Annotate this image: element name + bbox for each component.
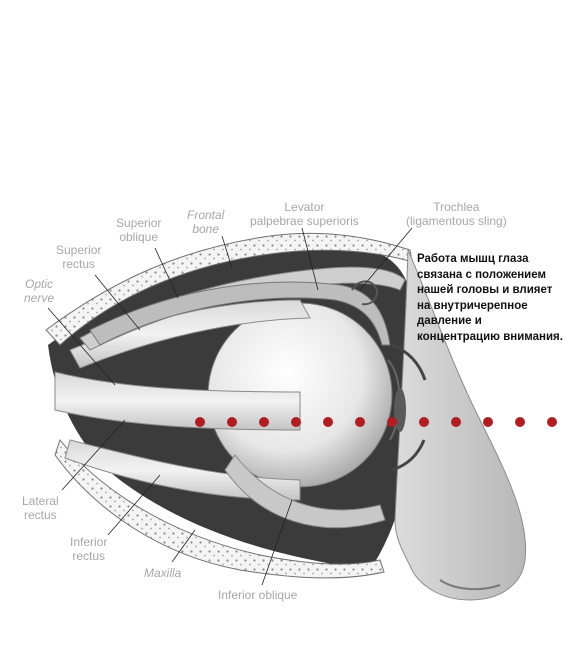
label-lateral-rectus-line1: Lateral — [22, 494, 59, 508]
inferior-oblique — [224, 454, 386, 529]
red-dot — [387, 417, 397, 427]
label-optic-nerve-line2: nerve — [24, 291, 55, 305]
nostril — [439, 579, 501, 591]
label-superior-oblique-line2: oblique — [119, 230, 159, 244]
red-dot — [451, 417, 461, 427]
label-inferior-oblique: Inferior oblique — [218, 588, 298, 602]
maxilla-bone — [54, 438, 385, 579]
label-trochlea: Trochlea (ligamentous sling) — [406, 200, 507, 228]
label-frontal-bone-line2: bone — [192, 222, 220, 236]
red-dot — [483, 417, 493, 427]
optic-nerve-bundle — [54, 371, 301, 431]
label-frontal-bone: Frontal bone — [187, 208, 224, 236]
label-levator-line1: Levator — [284, 200, 325, 214]
red-dot — [195, 417, 205, 427]
label-superior-rectus: Superior rectus — [56, 243, 101, 271]
label-lateral-rectus: Lateral rectus — [22, 494, 59, 522]
red-dot-row — [195, 417, 557, 427]
red-dot — [227, 417, 237, 427]
trochlea-sling — [351, 280, 378, 306]
red-dot — [259, 417, 269, 427]
levator-palpebrae — [89, 281, 391, 346]
label-superior-oblique-line1: Superior — [116, 216, 162, 230]
iris — [394, 388, 406, 432]
label-inferior-rectus-line2: rectus — [72, 549, 106, 563]
label-maxilla: Maxilla — [144, 566, 182, 580]
label-superior-oblique: Superior oblique — [116, 216, 161, 244]
label-inferior-rectus-line1: Inferior — [70, 535, 108, 549]
red-dot — [547, 417, 557, 427]
label-trochlea-line1: Trochlea — [433, 200, 480, 214]
lower-eyelid — [391, 439, 426, 472]
upper-eyelid — [391, 343, 427, 381]
label-levator-line2: palpebrae superioris — [250, 214, 359, 228]
nose — [394, 249, 527, 601]
red-dot — [323, 417, 333, 427]
label-lateral-rectus-line2: rectus — [24, 508, 57, 522]
label-optic-nerve-line1: Optic — [25, 277, 54, 291]
red-dot — [291, 417, 301, 427]
label-optic-nerve: Optic nerve — [24, 277, 54, 305]
red-dot — [515, 417, 525, 427]
leader-lines — [47, 227, 413, 586]
label-superior-rectus-line1: Superior — [56, 243, 102, 257]
annotation-text: Работа мышц глаза связана с положением н… — [417, 253, 563, 343]
red-dot — [419, 417, 429, 427]
label-levator: Levator palpebrae superioris — [250, 200, 359, 228]
label-inferior-rectus: Inferior rectus — [70, 535, 107, 563]
label-trochlea-line2: (ligamentous sling) — [406, 214, 507, 228]
label-superior-rectus-line2: rectus — [62, 257, 96, 271]
label-frontal-bone-line1: Frontal — [187, 208, 225, 222]
red-dot — [355, 417, 365, 427]
